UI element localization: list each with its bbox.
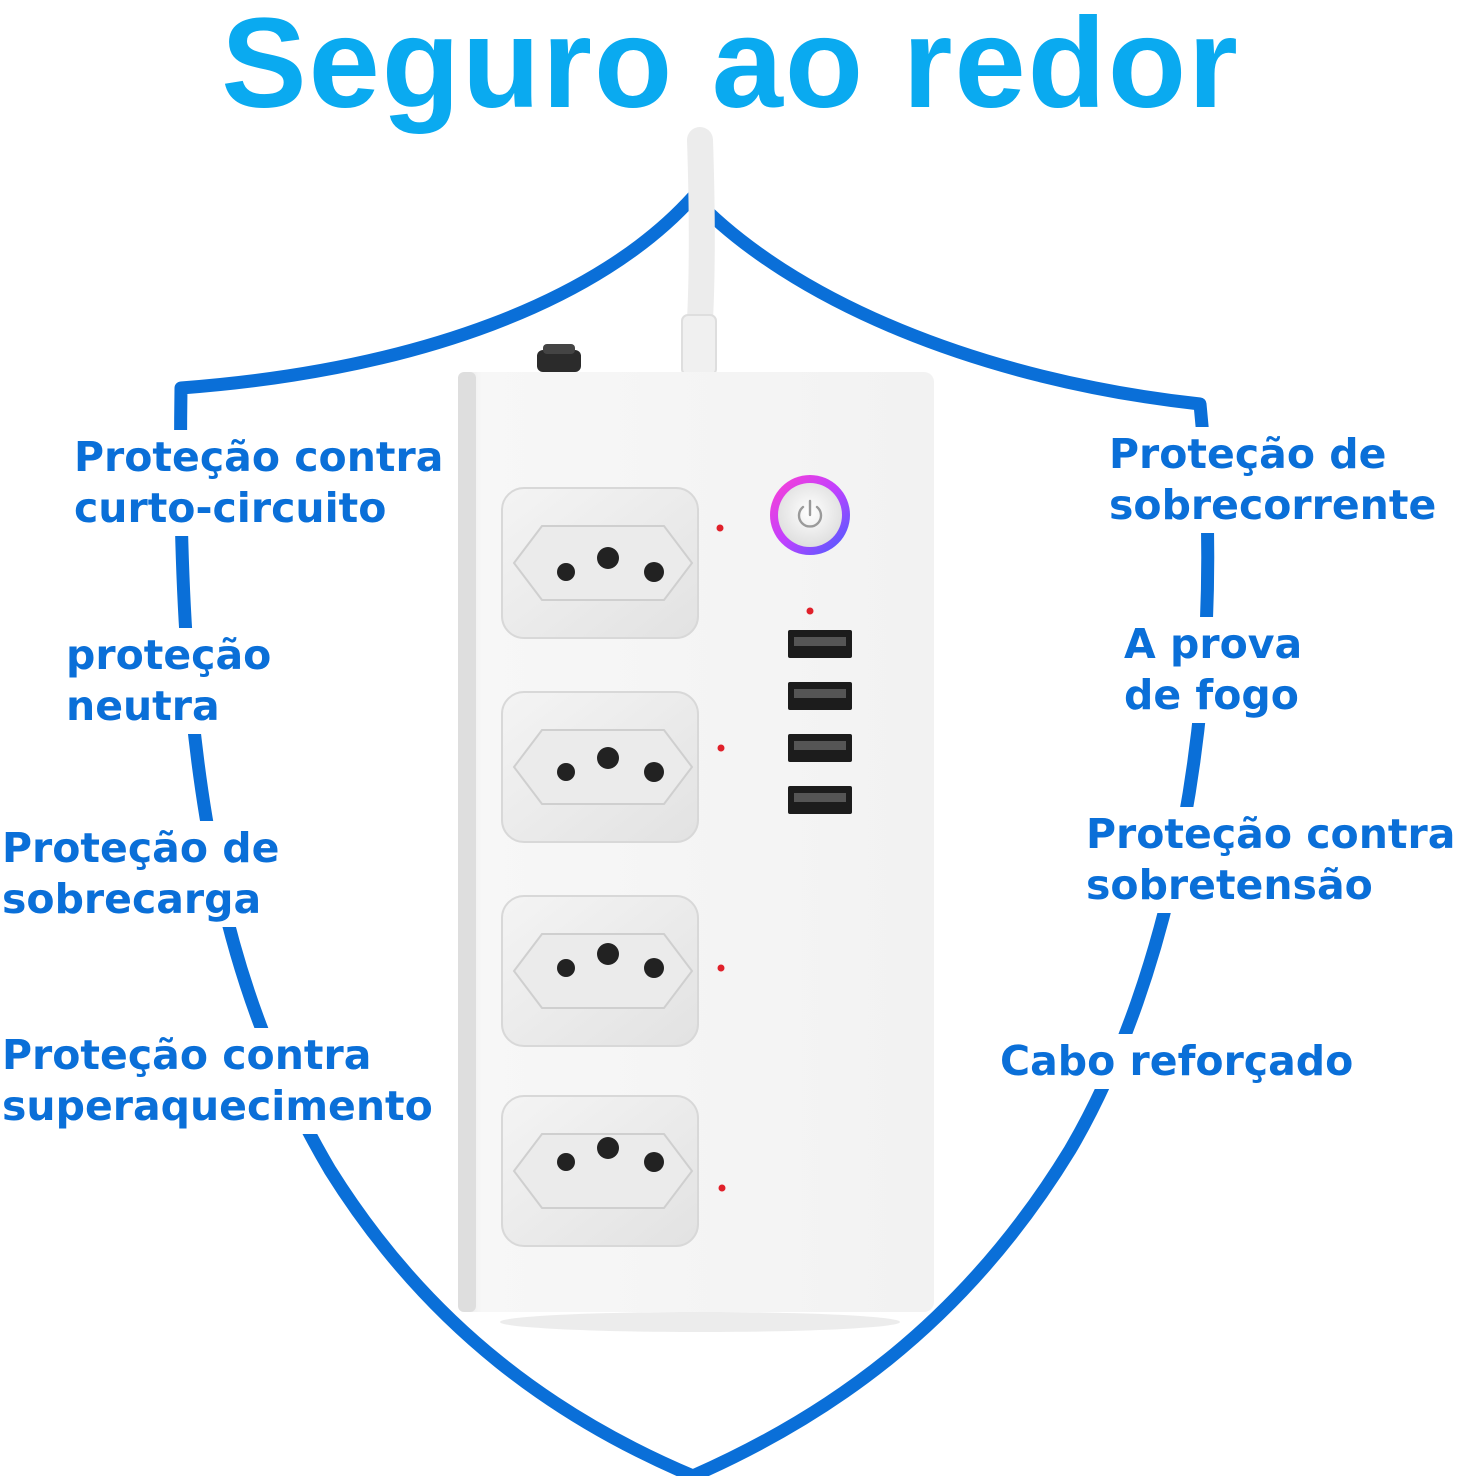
side-knob [537,344,581,372]
feature-line: A prova [1124,620,1303,668]
feature-reinforced-cable: Cabo reforçado [998,1034,1360,1089]
feature-overvoltage: Proteção contra sobretensão [1084,807,1461,913]
usb-port [788,786,852,814]
feature-fireproof: A prova de fogo [1122,617,1309,723]
feature-line: sobrecorrente [1109,481,1437,529]
indicator-light [716,524,724,532]
indicator-light [718,1184,726,1192]
power-button [770,475,850,555]
headline: Seguro ao redor [221,0,1240,135]
feature-line: Proteção de [1109,430,1387,478]
feature-line: curto-circuito [74,484,387,532]
indicator-light [806,607,814,615]
feature-neutral: proteção neutra [64,628,278,734]
power-cord [681,127,717,376]
feature-overcurrent: Proteção de sobrecorrente [1107,427,1443,533]
feature-line: Cabo reforçado [1000,1037,1354,1085]
indicator-light [717,964,725,972]
feature-line: Proteção de [2,824,280,872]
outlet-1 [501,487,699,639]
usb-port [788,682,852,710]
feature-line: Proteção contra [74,433,444,481]
feature-line: sobretensão [1086,861,1373,909]
outlet-3 [501,895,699,1047]
feature-overheat: Proteção contra superaquecimento [0,1028,439,1134]
feature-line: sobrecarga [2,875,262,923]
feature-line: proteção [66,631,272,679]
usb-port [788,734,852,762]
outlet-2 [501,691,699,843]
usb-port [788,630,852,658]
feature-overload: Proteção de sobrecarga [0,821,286,927]
feature-line: Proteção contra [1086,810,1456,858]
feature-line: neutra [66,682,220,730]
feature-line: superaquecimento [2,1082,433,1130]
power-icon [797,499,823,528]
indicator-light [717,744,725,752]
feature-short-circuit: Proteção contra curto-circuito [72,430,450,536]
outlet-4 [501,1095,699,1247]
feature-line: Proteção contra [2,1031,372,1079]
feature-line: de fogo [1124,671,1299,719]
